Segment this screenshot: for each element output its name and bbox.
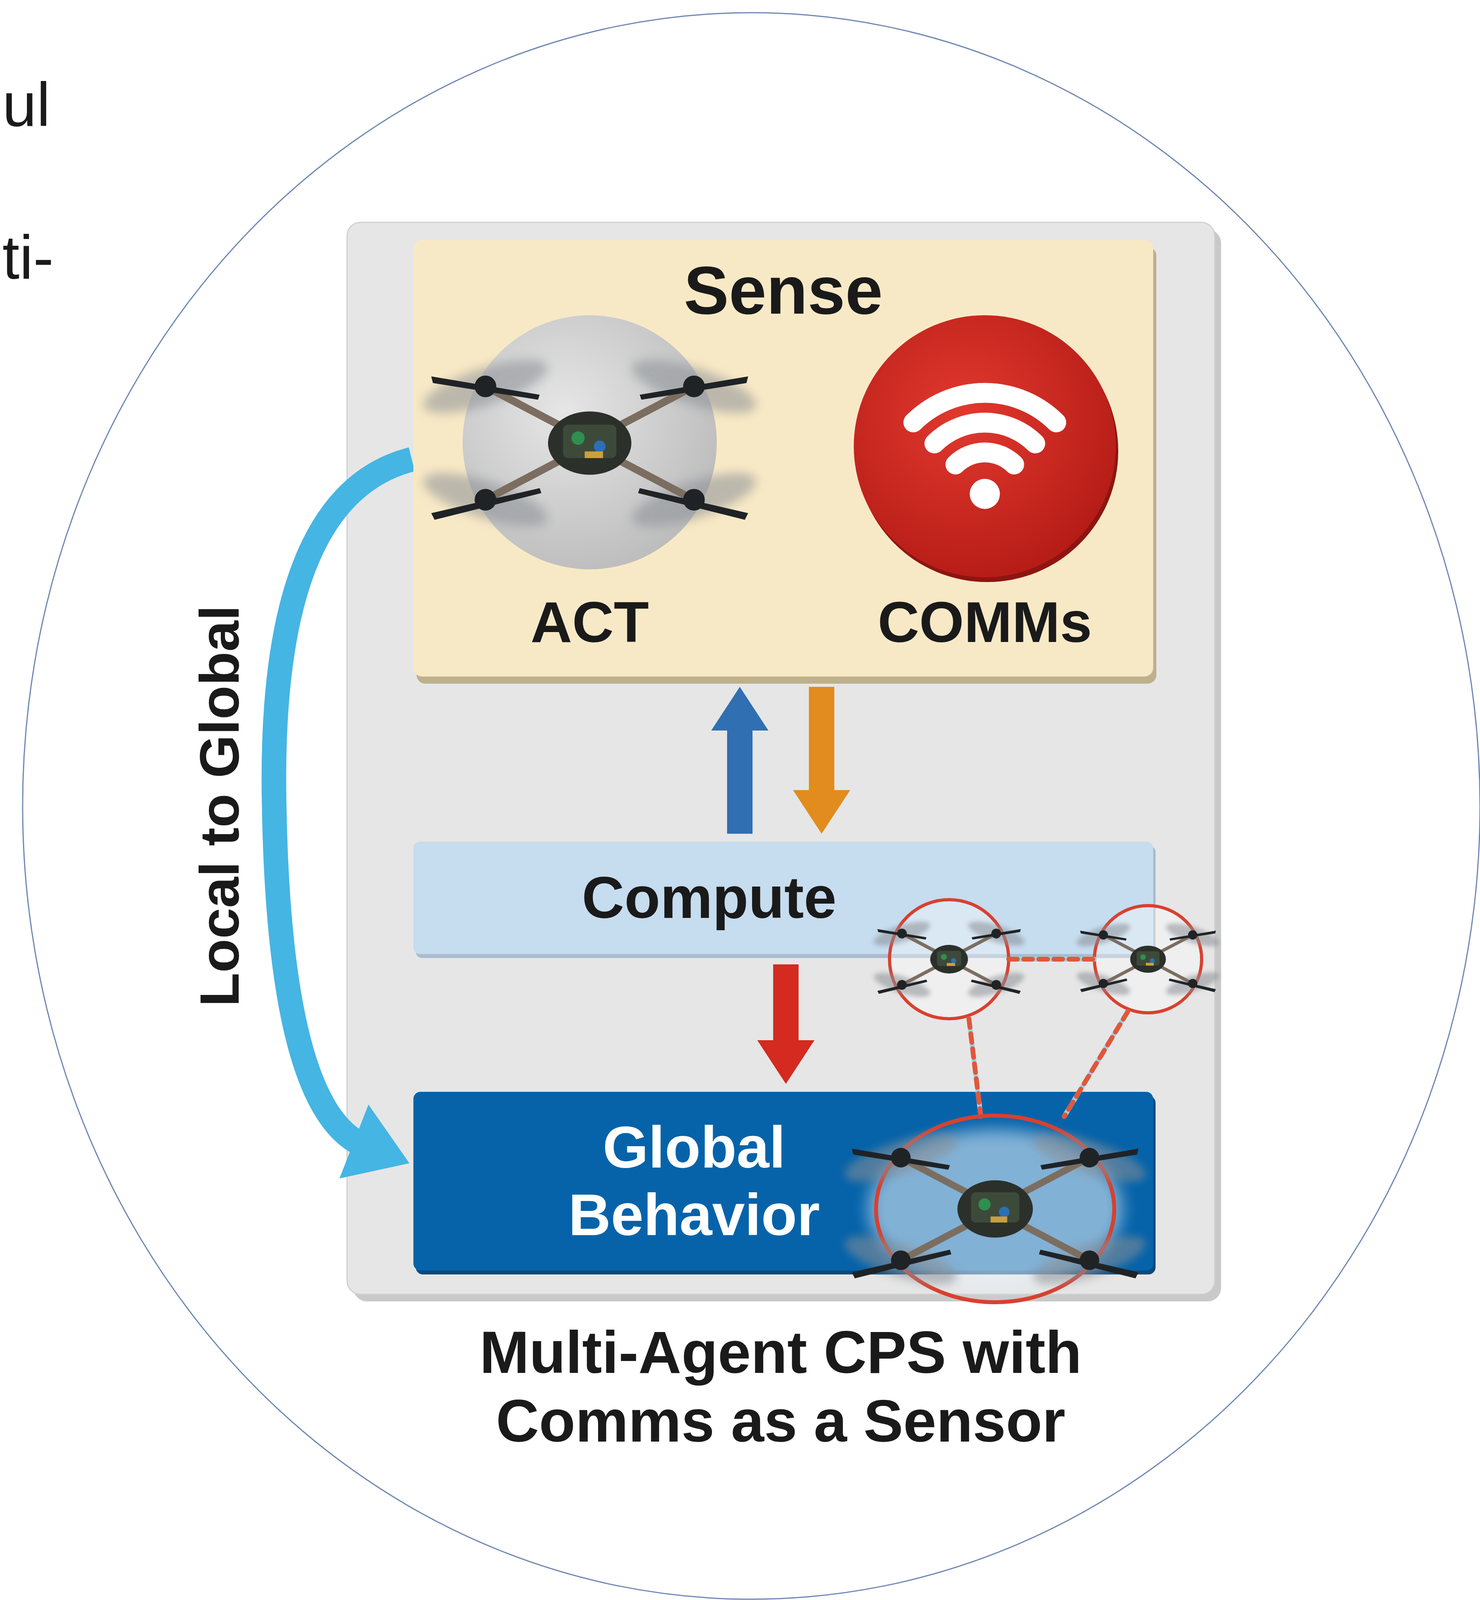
act-circle: ACT	[462, 315, 717, 570]
block-arrow-shape	[793, 686, 851, 834]
circle-label: COMMs	[774, 589, 1196, 656]
edge-label: Local to Global	[187, 548, 252, 1065]
slide-text: ti-	[2, 222, 54, 294]
comms-circle: COMMs	[853, 315, 1116, 578]
block-arrow-shape	[757, 964, 815, 1085]
act-circle	[462, 315, 717, 570]
comms-circle	[853, 315, 1116, 578]
block-arrow-shape	[711, 686, 769, 834]
sense-box: Sense ACT COMMs	[413, 239, 1154, 677]
slide-text: ul	[2, 69, 51, 141]
caption: Multi-Agent CPS with Comms as a Sensor	[423, 1318, 1139, 1456]
box-title: Sense	[413, 239, 1154, 330]
box-label: Global Behavior	[543, 1113, 846, 1249]
block-arrow	[757, 964, 815, 1085]
block-arrow	[711, 686, 769, 834]
block-arrow	[793, 686, 851, 834]
circle-label: ACT	[383, 589, 797, 656]
box-label: Compute	[530, 864, 888, 932]
curved-arrow	[274, 459, 412, 1147]
arrow-head	[339, 1104, 410, 1179]
compute-box: Compute	[413, 841, 1154, 955]
